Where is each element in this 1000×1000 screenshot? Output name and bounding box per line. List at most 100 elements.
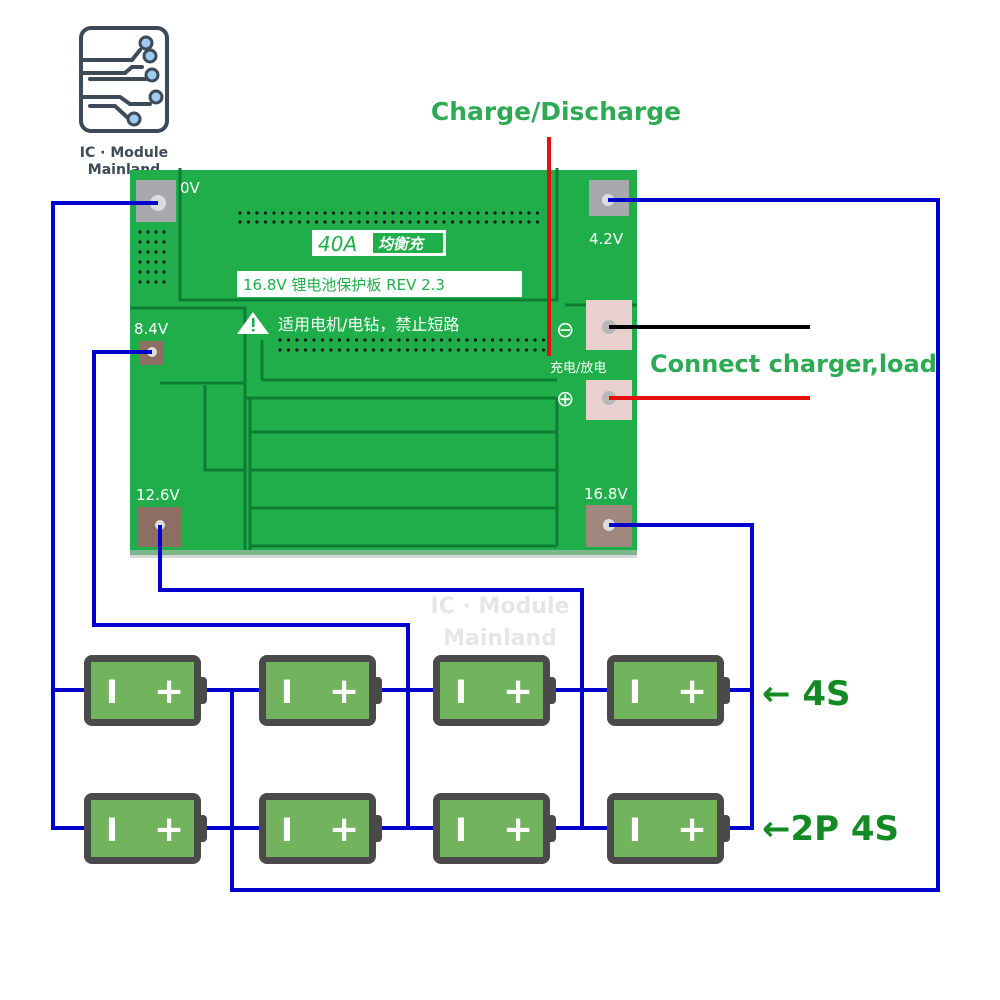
series-4s-label: ← 4S — [762, 674, 850, 714]
via-hole — [146, 260, 150, 264]
via-hole — [303, 348, 308, 352]
battery-plus-sign: + — [329, 671, 359, 712]
pad-label-4.2v: 4.2V — [589, 230, 624, 248]
via-hole — [499, 338, 503, 342]
via-hole — [323, 211, 327, 215]
via-hole — [138, 240, 142, 244]
via-hole — [484, 211, 489, 215]
via-hole — [238, 220, 242, 224]
via-hole — [507, 338, 512, 342]
via-hole — [527, 220, 531, 224]
via-hole — [439, 338, 444, 342]
via-holes — [138, 211, 546, 352]
via-hole — [303, 338, 308, 342]
via-hole — [162, 230, 166, 234]
via-hole — [391, 220, 395, 224]
via-hole — [510, 211, 514, 215]
via-hole — [278, 348, 282, 352]
via-hole — [146, 240, 150, 244]
via-hole — [405, 338, 410, 342]
parallel-2p4s-label: ←2P 4S — [762, 809, 899, 849]
via-hole — [442, 220, 446, 224]
badge-balance: 均衡充 — [378, 235, 425, 253]
via-hole — [329, 348, 333, 352]
via-hole — [138, 280, 142, 284]
wire-0v — [51, 201, 158, 830]
via-hole — [297, 211, 302, 215]
via-hole — [154, 270, 158, 274]
via-hole — [312, 338, 316, 342]
via-hole — [238, 211, 242, 215]
via-hole — [337, 338, 342, 342]
via-hole — [154, 250, 158, 254]
via-hole — [138, 250, 142, 254]
via-hole — [425, 220, 429, 224]
via-hole — [306, 211, 310, 215]
battery-minus-sign: I — [281, 811, 293, 849]
via-hole — [263, 220, 268, 224]
via-hole — [382, 211, 387, 215]
via-hole — [365, 211, 370, 215]
via-hole — [507, 348, 512, 352]
warning-text: 适用电机/电钻，禁止短路 — [278, 315, 459, 334]
via-hole — [518, 220, 523, 224]
via-hole — [527, 211, 531, 215]
via-hole — [320, 348, 325, 352]
via-hole — [535, 211, 540, 215]
via-hole — [154, 230, 158, 234]
battery-cell-1-4: I+ — [607, 655, 730, 726]
via-hole — [516, 338, 520, 342]
via-hole — [499, 348, 503, 352]
wire-16.8v — [609, 523, 754, 830]
battery-cell-2-1: I+ — [84, 793, 207, 864]
via-hole — [312, 348, 316, 352]
via-hole — [399, 211, 404, 215]
via-hole — [138, 260, 142, 264]
via-hole — [490, 338, 495, 342]
via-hole — [416, 220, 421, 224]
via-hole — [439, 348, 444, 352]
warning-icon — [237, 312, 269, 334]
via-hole — [524, 348, 529, 352]
via-hole — [162, 260, 166, 264]
pcb-traces — [130, 168, 637, 550]
badge-current: 40A — [318, 232, 357, 256]
via-hole — [297, 220, 302, 224]
via-hole — [263, 211, 268, 215]
battery-cell-1-2: I+ — [259, 655, 382, 726]
via-hole — [295, 348, 299, 352]
protection-board: 40A 均衡充 16.8V 锂电池保护板 REV 2.3 适用电机/电钻，禁止短… — [130, 168, 637, 558]
battery-minus-sign: I — [281, 673, 293, 711]
pcb-edge-shadow — [130, 550, 637, 558]
wire-4.2v — [230, 198, 940, 892]
via-hole — [382, 220, 387, 224]
wire-12.6v — [158, 525, 584, 828]
via-hole — [306, 220, 310, 224]
via-hole — [397, 338, 401, 342]
plus-symbol-icon: ⊕ — [556, 387, 574, 412]
connect-charger-load-label: Connect charger,load — [650, 350, 937, 378]
via-hole — [354, 338, 359, 342]
via-hole — [476, 220, 480, 224]
circuit-nodes-icon — [126, 35, 164, 127]
balance-wires — [51, 198, 940, 892]
via-hole — [467, 211, 472, 215]
via-hole — [422, 348, 427, 352]
via-hole — [459, 211, 463, 215]
minus-symbol-icon: ⊖ — [556, 318, 574, 343]
via-hole — [408, 220, 412, 224]
battery-plus-sign: + — [503, 671, 533, 712]
via-hole — [280, 220, 285, 224]
via-hole — [482, 338, 486, 342]
via-hole — [346, 338, 350, 342]
via-hole — [416, 211, 421, 215]
battery-plus-sign: + — [154, 809, 184, 850]
battery-plus-sign: + — [677, 671, 707, 712]
via-hole — [448, 338, 452, 342]
charge-port-label: 充电/放电 — [550, 360, 606, 376]
via-hole — [329, 338, 333, 342]
via-hole — [314, 220, 319, 224]
via-hole — [473, 338, 478, 342]
watermark-line-1: IC · Module — [431, 594, 570, 619]
battery-cell-2-4: I+ — [607, 793, 730, 864]
